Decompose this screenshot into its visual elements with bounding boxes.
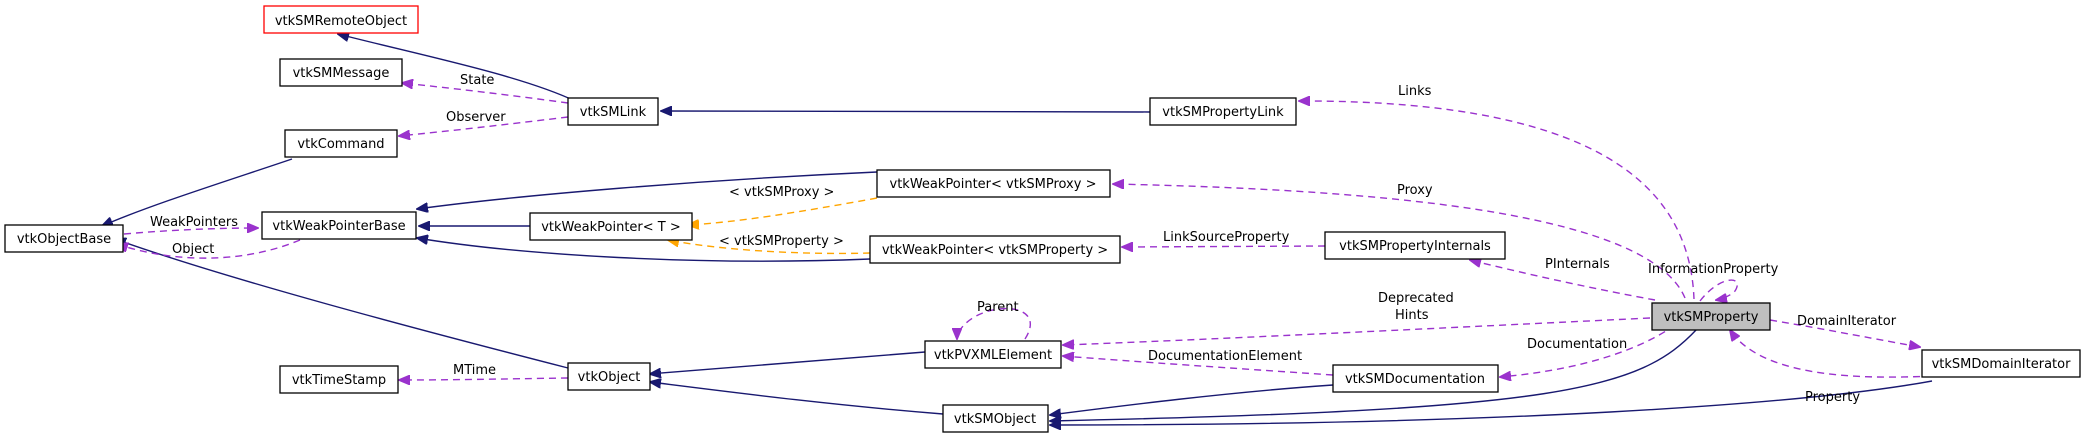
edge-link-state-message bbox=[402, 83, 569, 104]
node-time-stamp[interactable]: vtkTimeStamp bbox=[279, 365, 399, 394]
node-object[interactable]: vtkObject bbox=[567, 362, 651, 391]
edge-documentation-element bbox=[1063, 356, 1334, 376]
svg-text:vtkWeakPointer< vtkSMProxy >: vtkWeakPointer< vtkSMProxy > bbox=[890, 177, 1097, 192]
node-documentation[interactable]: vtkSMDocumentation bbox=[1332, 364, 1499, 393]
svg-text:vtkSMProperty: vtkSMProperty bbox=[1664, 310, 1759, 325]
edge-property-hints-deprecated bbox=[1063, 317, 1651, 345]
edge-property-link-to-link bbox=[661, 111, 1151, 112]
node-property-internals[interactable]: vtkSMPropertyInternals bbox=[1324, 231, 1506, 260]
svg-text:vtkSMPropertyLink: vtkSMPropertyLink bbox=[1162, 105, 1284, 120]
label-deprecated: Deprecated bbox=[1378, 291, 1454, 306]
svg-text:vtkWeakPointer< vtkSMProperty: vtkWeakPointer< vtkSMProperty > bbox=[882, 243, 1108, 258]
svg-text:vtkObjectBase: vtkObjectBase bbox=[17, 232, 111, 247]
svg-text:vtkSMDocumentation: vtkSMDocumentation bbox=[1345, 372, 1485, 387]
edge-weakptr-property-to-base bbox=[417, 238, 871, 262]
edge-weak-base-object bbox=[117, 239, 301, 259]
label-links: Links bbox=[1398, 84, 1432, 99]
label-parent: Parent bbox=[977, 300, 1019, 315]
edge-documentation-to-sm-object bbox=[1050, 384, 1334, 415]
edge-pvxml-to-object bbox=[650, 351, 926, 374]
svg-text:vtkSMObject: vtkSMObject bbox=[954, 412, 1036, 427]
edge-property-proxy bbox=[1113, 184, 1686, 299]
node-command[interactable]: vtkCommand bbox=[284, 129, 398, 158]
label-template-proxy: < vtkSMProxy > bbox=[729, 185, 834, 200]
edge-property-to-sm-object bbox=[1050, 328, 1698, 421]
label-template-property: < vtkSMProperty > bbox=[719, 234, 844, 249]
node-weak-pointer-base[interactable]: vtkWeakPointerBase bbox=[261, 211, 417, 240]
node-remote-object[interactable]: vtkSMRemoteObject bbox=[263, 5, 419, 34]
node-object-base[interactable]: vtkObjectBase bbox=[4, 224, 124, 253]
edge-command-to-object-base bbox=[102, 158, 293, 226]
label-documentation: Documentation bbox=[1527, 337, 1627, 352]
edge-property-information-self bbox=[1699, 279, 1738, 301]
edge-pvxml-parent-self bbox=[957, 307, 1032, 339]
svg-text:vtkSMPropertyInternals: vtkSMPropertyInternals bbox=[1339, 239, 1491, 254]
node-weak-pointer-t[interactable]: vtkWeakPointer< T > bbox=[529, 212, 693, 241]
edge-labels: State Observer WeakPointers Object Links… bbox=[150, 73, 1897, 405]
label-mtime: MTime bbox=[453, 363, 496, 378]
label-hints: Hints bbox=[1395, 308, 1429, 323]
node-weak-pointer-property[interactable]: vtkWeakPointer< vtkSMProperty > bbox=[869, 235, 1121, 264]
svg-text:vtkObject: vtkObject bbox=[578, 370, 641, 385]
label-object: Object bbox=[172, 242, 214, 257]
node-link[interactable]: vtkSMLink bbox=[567, 97, 659, 126]
label-state: State bbox=[460, 73, 494, 88]
label-information-property: InformationProperty bbox=[1648, 262, 1779, 277]
node-domain-iterator[interactable]: vtkSMDomainIterator bbox=[1921, 349, 2081, 378]
node-property[interactable]: vtkSMProperty bbox=[1651, 302, 1771, 331]
label-property: Property bbox=[1805, 390, 1860, 405]
node-property-link[interactable]: vtkSMPropertyLink bbox=[1149, 97, 1297, 126]
edge-domain-iterator-property bbox=[1730, 330, 1933, 378]
svg-text:vtkSMLink: vtkSMLink bbox=[580, 105, 647, 120]
nodes: vtkSMRemoteObject vtkSMMessage vtkComman… bbox=[4, 5, 2081, 433]
svg-text:vtkPVXMLElement: vtkPVXMLElement bbox=[934, 348, 1052, 363]
node-message[interactable]: vtkSMMessage bbox=[279, 58, 403, 87]
edge-base-weak-pointers bbox=[123, 228, 258, 235]
edge-property-links bbox=[1299, 101, 1695, 300]
edge-template-proxy bbox=[688, 197, 878, 225]
svg-text:vtkWeakPointerBase: vtkWeakPointerBase bbox=[272, 219, 405, 234]
edge-property-domain-iterator bbox=[1769, 319, 1920, 347]
edge-object-to-object-base bbox=[115, 239, 569, 369]
edge-template-property bbox=[668, 240, 871, 255]
edge-link-observer-command bbox=[399, 116, 569, 136]
label-observer: Observer bbox=[446, 110, 506, 125]
svg-text:vtkWeakPointer< T >: vtkWeakPointer< T > bbox=[541, 220, 681, 235]
edge-sm-object-to-object bbox=[650, 382, 944, 415]
label-proxy: Proxy bbox=[1397, 183, 1433, 198]
svg-text:vtkTimeStamp: vtkTimeStamp bbox=[292, 373, 386, 388]
label-documentation-element: DocumentationElement bbox=[1148, 349, 1302, 364]
svg-text:vtkSMRemoteObject: vtkSMRemoteObject bbox=[275, 14, 407, 29]
label-domain-iterator: DomainIterator bbox=[1797, 314, 1897, 329]
edge-property-documentation bbox=[1500, 324, 1676, 377]
edge-property-link-source bbox=[1122, 246, 1326, 247]
edge-link-to-remote-object bbox=[338, 34, 576, 102]
node-weak-pointer-proxy[interactable]: vtkWeakPointer< vtkSMProxy > bbox=[876, 169, 1111, 198]
edge-weakptr-proxy-to-base bbox=[417, 171, 878, 209]
label-weak-pointers: WeakPointers bbox=[150, 215, 238, 230]
edge-domain-iterator-to-sm-object bbox=[1050, 380, 1933, 425]
svg-text:vtkSMMessage: vtkSMMessage bbox=[293, 66, 390, 81]
node-pvxml-element[interactable]: vtkPVXMLElement bbox=[924, 340, 1062, 369]
node-sm-object[interactable]: vtkSMObject bbox=[942, 404, 1049, 433]
edges bbox=[102, 34, 1933, 425]
label-pinternals: PInternals bbox=[1545, 257, 1610, 272]
svg-text:vtkSMDomainIterator: vtkSMDomainIterator bbox=[1932, 357, 2072, 372]
edge-object-mtime bbox=[399, 378, 569, 380]
label-link-source-property: LinkSourceProperty bbox=[1163, 230, 1290, 245]
svg-text:vtkCommand: vtkCommand bbox=[297, 137, 384, 152]
